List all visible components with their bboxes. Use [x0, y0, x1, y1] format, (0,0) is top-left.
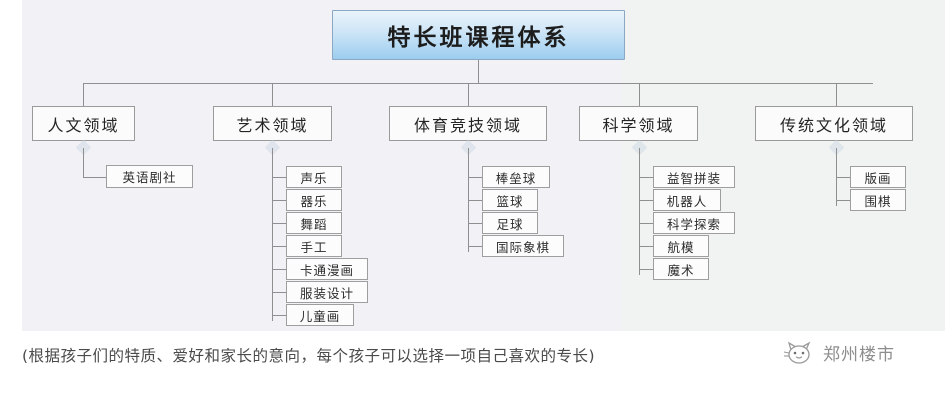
connector-branch-4-stub-2 [639, 200, 653, 201]
category-node-5[interactable]: 传统文化领域 [755, 106, 913, 141]
leaf-node-2-6[interactable]: 服装设计 [286, 281, 368, 303]
connector-root-drop [478, 60, 479, 83]
connector-branch-4-stub-3 [639, 223, 653, 224]
leaf-node-3-1-label: 棒垒球 [495, 170, 537, 186]
leaf-node-4-3-label: 科学探索 [666, 216, 721, 232]
leaf-node-5-2-label: 围棋 [864, 193, 892, 209]
connector-branch-5-stub-1 [836, 177, 850, 178]
diagram-caption: (根据孩子们的特质、爱好和家长的意向，每个孩子可以选择一项自己喜欢的专长) [22, 347, 596, 365]
category-node-4[interactable]: 科学领域 [579, 106, 698, 141]
category-node-1-label: 人文领域 [47, 115, 120, 135]
root-node-label: 特长班课程体系 [387, 24, 570, 51]
leaf-node-2-7-label: 儿童画 [299, 308, 341, 324]
leaf-node-4-1-label: 益智拼装 [666, 170, 721, 186]
connector-branch-4-spine [639, 148, 640, 275]
leaf-node-4-5-label: 魔术 [667, 262, 695, 278]
connector-branch-3-stub-4 [468, 246, 482, 247]
leaf-node-3-3-label: 足球 [496, 216, 524, 232]
connector-branch-3-stub-2 [468, 200, 482, 201]
leaf-node-2-3[interactable]: 舞蹈 [286, 212, 342, 234]
category-node-1[interactable]: 人文领域 [32, 106, 135, 141]
watermark-label: 郑州楼市 [823, 345, 895, 365]
connector-bus [83, 83, 873, 84]
leaf-node-4-1[interactable]: 益智拼装 [653, 166, 735, 188]
leaf-node-4-3[interactable]: 科学探索 [653, 212, 735, 234]
connector-branch-1-spine [83, 148, 84, 177]
category-node-3-label: 体育竞技领域 [413, 115, 522, 135]
category-node-2-label: 艺术领域 [236, 115, 309, 135]
connector-branch-2-spine [272, 148, 273, 321]
watermark: 郑州楼市 [782, 340, 895, 365]
leaf-node-4-4-label: 航模 [667, 239, 695, 255]
leaf-node-4-5[interactable]: 魔术 [653, 258, 709, 280]
leaf-node-2-4-label: 手工 [300, 239, 328, 255]
leaf-node-4-2-label: 机器人 [666, 193, 708, 209]
leaf-node-5-1[interactable]: 版画 [850, 166, 906, 188]
connector-branch-1-stub-1 [83, 177, 106, 178]
leaf-node-2-3-label: 舞蹈 [300, 216, 328, 232]
connector-branch-4-stub-1 [639, 177, 653, 178]
connector-branch-3-stub-1 [468, 177, 482, 178]
connector-branch-2-stub-6 [272, 292, 286, 293]
leaf-node-1-1[interactable]: 英语剧社 [106, 165, 193, 188]
connector-drop-cat-3 [468, 83, 469, 106]
connector-branch-4-stub-5 [639, 269, 653, 270]
connector-branch-2-stub-5 [272, 269, 286, 270]
connector-branch-2-stub-1 [272, 177, 286, 178]
leaf-node-5-2[interactable]: 围棋 [850, 189, 906, 211]
connector-drop-cat-1 [83, 83, 84, 106]
connector-drop-cat-4 [639, 83, 640, 106]
leaf-node-1-1-label: 英语剧社 [122, 170, 177, 185]
leaf-node-3-4[interactable]: 国际象棋 [482, 235, 564, 257]
connector-branch-2-stub-7 [272, 315, 286, 316]
category-node-3[interactable]: 体育竞技领域 [389, 106, 547, 141]
leaf-node-3-1[interactable]: 棒垒球 [482, 166, 550, 188]
root-node[interactable]: 特长班课程体系 [332, 10, 625, 60]
leaf-node-2-5[interactable]: 卡通漫画 [286, 258, 368, 280]
leaf-node-4-2[interactable]: 机器人 [653, 189, 721, 211]
leaf-node-3-2[interactable]: 篮球 [482, 189, 538, 211]
category-node-4-label: 科学领域 [602, 115, 675, 135]
connector-branch-5-stub-2 [836, 200, 850, 201]
leaf-node-2-5-label: 卡通漫画 [299, 262, 354, 278]
leaf-node-2-2[interactable]: 器乐 [286, 189, 342, 211]
connector-drop-cat-2 [272, 83, 273, 106]
connector-branch-2-stub-3 [272, 223, 286, 224]
leaf-node-2-1[interactable]: 声乐 [286, 166, 342, 188]
leaf-node-2-1-label: 声乐 [300, 170, 328, 186]
connector-branch-2-stub-4 [272, 246, 286, 247]
leaf-node-5-1-label: 版画 [864, 170, 892, 186]
category-node-2[interactable]: 艺术领域 [213, 106, 332, 141]
connector-drop-cat-5 [836, 83, 837, 106]
leaf-node-3-3[interactable]: 足球 [482, 212, 538, 234]
leaf-node-3-2-label: 篮球 [496, 193, 524, 209]
leaf-node-2-2-label: 器乐 [300, 193, 328, 209]
connector-branch-4-stub-4 [639, 246, 653, 247]
category-node-5-label: 传统文化领域 [779, 115, 888, 135]
cat-face-icon [783, 340, 811, 364]
connector-branch-3-stub-3 [468, 223, 482, 224]
leaf-node-3-4-label: 国际象棋 [495, 239, 550, 255]
leaf-node-2-7[interactable]: 儿童画 [286, 304, 354, 326]
leaf-node-2-6-label: 服装设计 [299, 285, 354, 301]
connector-branch-2-stub-2 [272, 200, 286, 201]
leaf-node-4-4[interactable]: 航模 [653, 235, 709, 257]
leaf-node-2-4[interactable]: 手工 [286, 235, 342, 257]
